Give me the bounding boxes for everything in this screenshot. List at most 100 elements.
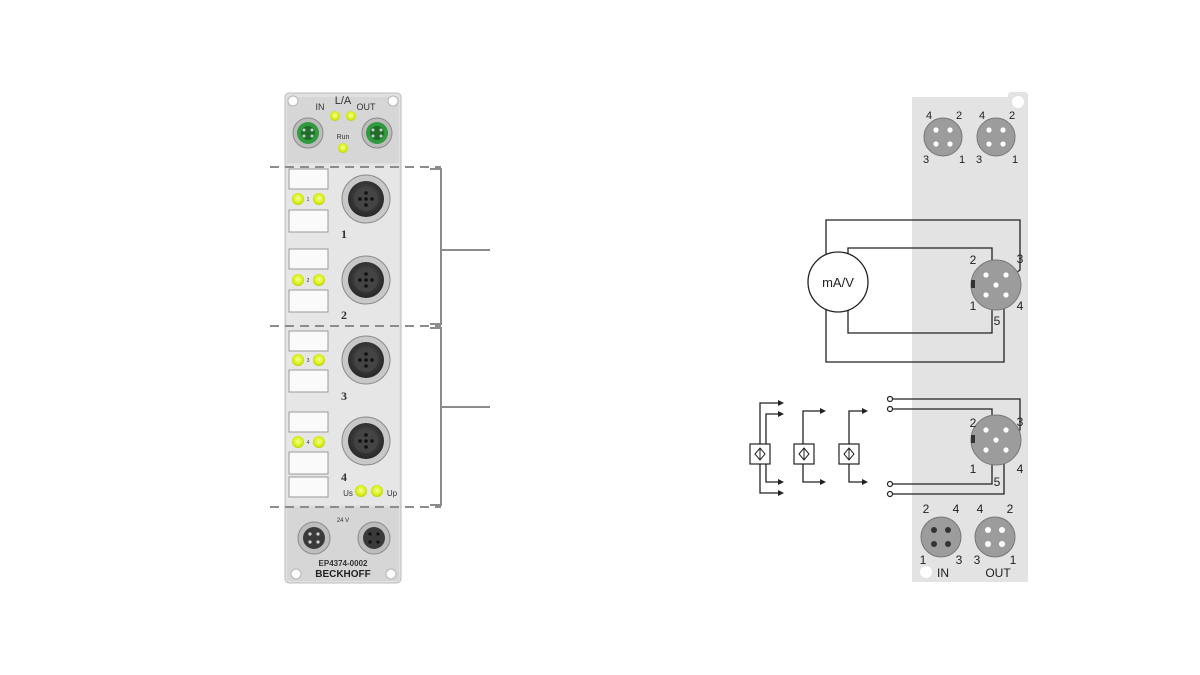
channel-led — [292, 436, 304, 448]
pin-label: 4 — [1017, 299, 1024, 313]
pin-label: 2 — [1009, 110, 1015, 122]
pin-label: 2 — [970, 253, 977, 267]
sensor-connector: 2 3 1 5 4 — [970, 414, 1024, 489]
connector-label: IN — [937, 566, 949, 580]
mounting-hole-icon — [920, 566, 932, 578]
la-out-led — [346, 111, 356, 121]
pin-label: 5 — [994, 314, 1001, 328]
ethercat-out-connector — [361, 117, 393, 149]
channel-led — [313, 436, 325, 448]
label-field — [288, 248, 329, 270]
power-in-connector — [297, 521, 331, 555]
terminal-dots — [886, 395, 894, 498]
channel-4-block: 4 4 — [288, 411, 391, 498]
sensor-symbol-icon — [838, 443, 860, 465]
channel-number: 3 — [341, 389, 347, 403]
label-in: IN — [316, 102, 325, 112]
channel-led — [313, 274, 325, 286]
channel-led — [313, 354, 325, 366]
label-field — [288, 330, 329, 352]
label-field — [288, 476, 329, 498]
pin-label: 3 — [974, 553, 981, 567]
pin-label: 1 — [970, 462, 977, 476]
group-brackets — [270, 166, 490, 508]
connector-label: OUT — [985, 566, 1011, 580]
sensor-symbol-icon — [793, 443, 815, 465]
analog-connector: 2 3 1 5 4 — [970, 252, 1024, 328]
channel-2-block: 2 2 — [288, 248, 391, 322]
mounting-hole-icon — [287, 95, 299, 107]
up-led — [371, 485, 383, 497]
pin-label: 3 — [956, 553, 963, 567]
label-field — [288, 411, 329, 433]
mounting-hole-icon — [385, 568, 397, 580]
pin-label: 2 — [923, 502, 930, 516]
bracket — [430, 327, 442, 506]
channel-led-label: 3 — [307, 358, 310, 364]
bottom-connector-out: 4 2 3 1 OUT — [974, 502, 1017, 580]
pin-label: 3 — [1017, 252, 1024, 266]
channel-led — [292, 193, 304, 205]
part-number: EP4374-0002 — [319, 559, 368, 568]
pin-label: 2 — [1007, 502, 1014, 516]
pin-label: 4 — [979, 110, 985, 122]
pin-label: 2 — [970, 416, 977, 430]
pin-label: 4 — [977, 502, 984, 516]
bracket — [430, 168, 442, 325]
channel-led — [292, 274, 304, 286]
la-in-led — [330, 111, 340, 121]
pin-label: 4 — [1017, 462, 1024, 476]
pin-label: 1 — [920, 553, 927, 567]
brand-logo: BECKHOFF — [315, 569, 371, 580]
run-led — [338, 143, 348, 153]
channel-led-label: 4 — [307, 440, 310, 446]
mounting-hole-icon — [1012, 96, 1024, 108]
label-la: L/A — [335, 95, 352, 107]
module-photo: IN L/A OUT Run 1 — [284, 92, 402, 584]
sensor-symbol-icon — [749, 443, 771, 465]
label-field — [288, 289, 329, 313]
pin-label: 4 — [953, 502, 960, 516]
pin-label: 3 — [976, 154, 982, 166]
us-label: Us — [343, 489, 353, 498]
meter-symbol-icon — [807, 251, 869, 313]
label-out: OUT — [357, 102, 377, 112]
meter-label: mA/V — [822, 275, 854, 290]
channel-1-block: 1 1 — [288, 168, 391, 241]
top-connector-in: 4 2 3 1 — [923, 110, 965, 166]
channel-number: 1 — [341, 227, 347, 241]
channel-number: 4 — [341, 470, 347, 484]
power-out-connector — [357, 521, 391, 555]
label-field — [288, 168, 329, 190]
schematic-module-outline — [912, 97, 1028, 582]
channel-led-label: 1 — [307, 197, 310, 203]
channel-led-label: 2 — [307, 278, 310, 284]
up-label: Up — [387, 489, 398, 498]
pin-label: 2 — [956, 110, 962, 122]
power-label: 24 V — [337, 518, 349, 524]
pin-label: 3 — [923, 154, 929, 166]
schematic: 4 2 3 1 4 2 3 1 mA/V — [749, 92, 1028, 582]
bottom-connector-in: 2 4 1 3 IN — [920, 502, 963, 580]
pin-label: 5 — [994, 475, 1001, 489]
channel-led — [313, 193, 325, 205]
pin-label: 1 — [959, 154, 965, 166]
pin-label: 1 — [1010, 553, 1017, 567]
pin-label: 1 — [970, 299, 977, 313]
sensor-arrowheads — [778, 400, 868, 496]
channel-3-block: 3 3 — [288, 330, 391, 403]
mounting-hole-icon — [387, 95, 399, 107]
channel-led — [292, 354, 304, 366]
pin-label: 4 — [926, 110, 932, 122]
label-field — [288, 209, 329, 233]
pin-label: 1 — [1012, 154, 1018, 166]
ethercat-in-connector — [292, 117, 324, 149]
us-led — [355, 485, 367, 497]
label-field — [288, 369, 329, 393]
top-connector-out: 4 2 3 1 — [976, 110, 1018, 166]
label-run: Run — [337, 134, 350, 141]
label-field — [288, 451, 329, 475]
pin-label: 3 — [1017, 415, 1024, 429]
channel-number: 2 — [341, 308, 347, 322]
